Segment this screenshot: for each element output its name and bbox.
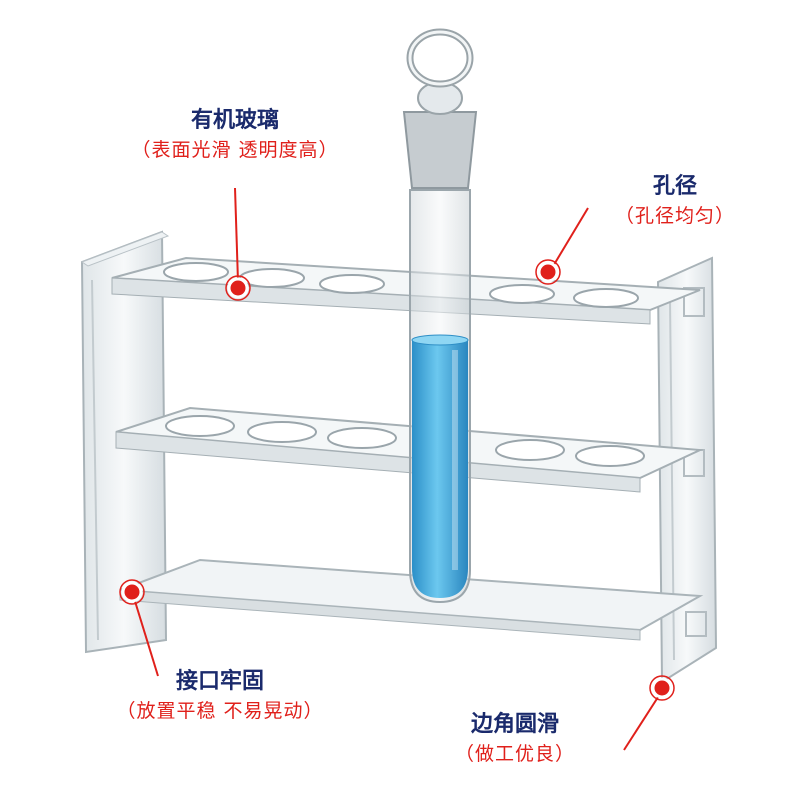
callout-joint-title: 接口牢固 — [175, 669, 264, 694]
callout-edge-subtitle: （做工优良） — [454, 743, 575, 765]
top-tier-shelf — [111, 256, 701, 325]
callout-material: 有机玻璃 （表面光滑 透明度高） — [80, 106, 390, 164]
callout-hole-subtitle: （孔径均匀） — [614, 205, 735, 227]
right-side-panel — [656, 256, 718, 684]
glass-stopper — [402, 28, 478, 189]
callout-material-title: 有机玻璃 — [190, 108, 279, 133]
test-tube — [409, 189, 471, 604]
callout-joint-subtitle: （放置平稳 不易晃动） — [116, 700, 324, 722]
callout-edge: 边角圆滑 （做工优良） — [420, 710, 610, 768]
callout-edge-title: 边角圆滑 — [470, 712, 559, 737]
joint-marker — [119, 579, 159, 677]
callout-hole: 孔径 （孔径均匀） — [580, 172, 770, 230]
base-plate — [119, 558, 704, 641]
middle-tier-shelf — [115, 406, 704, 493]
hole-marker — [535, 207, 589, 285]
edge-marker — [623, 675, 675, 751]
callout-joint: 接口牢固 （放置平稳 不易晃动） — [70, 667, 370, 725]
material-marker — [225, 187, 251, 301]
callout-hole-title: 孔径 — [652, 174, 697, 199]
callout-material-subtitle: （表面光滑 透明度高） — [131, 139, 339, 161]
